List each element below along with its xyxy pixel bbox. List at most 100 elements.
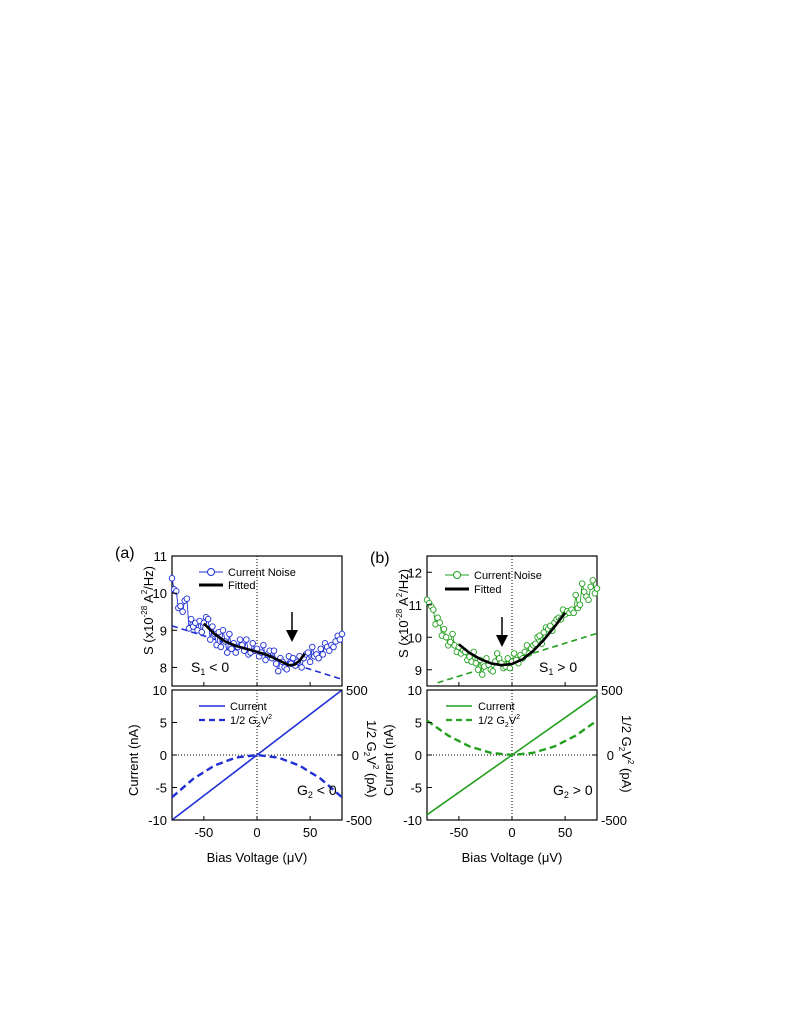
g2-annotation: G2 < 0	[297, 782, 337, 800]
noise-point	[228, 645, 235, 653]
noise-point	[260, 641, 267, 649]
noise-point	[440, 625, 448, 633]
noise-point	[304, 649, 312, 656]
noise-point	[283, 666, 291, 673]
noise-ylabel: S (x10-28 A2/Hz)	[395, 569, 411, 658]
y-tick-label-left: -10	[403, 813, 422, 828]
noise-point	[578, 580, 586, 587]
legend-noise-label: Current Noise	[228, 567, 296, 579]
legend: Current 1/2 G2V2	[199, 701, 272, 729]
y-tick-label: 10	[153, 586, 167, 601]
noise-point	[430, 606, 437, 613]
noise-point	[183, 595, 191, 602]
legend-noise-label: Current Noise	[474, 570, 542, 582]
y-tick-label-left: 10	[153, 683, 167, 698]
y-tick-label: 12	[408, 565, 422, 580]
y-tick-label-left: 0	[160, 748, 167, 763]
x-tick-label: 50	[303, 825, 317, 840]
g2-annotation: G2 > 0	[553, 782, 593, 800]
y-tick-label-left: -5	[155, 781, 167, 796]
legend: Current 1/2 G2V2	[446, 701, 520, 729]
panel-label-a: (a)	[115, 545, 135, 562]
arrow-head	[286, 630, 298, 642]
noise-point	[436, 619, 444, 626]
noise-point	[506, 664, 514, 672]
noise-point	[593, 585, 601, 592]
noise-point	[576, 601, 584, 609]
s1-annotation: S1 < 0	[191, 659, 229, 677]
arrow	[496, 617, 508, 647]
legend-quad-label: 1/2 G2V2	[230, 714, 272, 729]
s1-annotation: S1 > 0	[539, 659, 577, 677]
y-tick-label-right: -500	[346, 813, 372, 828]
noise-point	[206, 636, 214, 643]
legend-fit-label: Fitted	[228, 580, 256, 592]
noise-point	[536, 632, 543, 639]
bias-xlabel: Bias Voltage (μV)	[207, 850, 308, 865]
legend: Current Noise Fitted	[199, 567, 296, 592]
y-tick-label-right: 0	[607, 748, 614, 763]
y-tick-label-left: 5	[415, 716, 422, 731]
noise-point	[338, 630, 346, 638]
noise-point	[479, 671, 486, 678]
legend-noise-marker	[453, 571, 461, 579]
noise-point	[187, 615, 195, 623]
noise-point	[326, 647, 333, 654]
quadratic-line	[171, 753, 343, 799]
noise-point	[317, 645, 325, 653]
x-tick-label: 50	[558, 825, 572, 840]
noise-point	[336, 636, 344, 643]
noise-point	[309, 643, 316, 651]
panel-label-b: (b)	[370, 550, 390, 567]
y-tick-label-left: 10	[408, 683, 422, 698]
noise-point	[243, 636, 250, 643]
noise-point	[236, 636, 244, 643]
noise-point	[179, 608, 186, 615]
fitted-line	[458, 612, 567, 667]
noise-point	[585, 596, 592, 604]
y-tick-label: 9	[415, 663, 422, 678]
x-tick-label: -50	[194, 825, 213, 840]
y-tick-label: 9	[160, 623, 167, 638]
y-tick-label-left: -10	[148, 813, 167, 828]
quad-ylabel: 1/2 G2V2 (pA)	[362, 720, 380, 798]
noise-point	[177, 602, 184, 610]
legend-current-label: Current	[478, 701, 515, 713]
noise-point	[489, 668, 497, 675]
noise-point	[510, 650, 518, 657]
y-tick-label-left: 0	[415, 748, 422, 763]
y-tick-label: 10	[408, 630, 422, 645]
noise-point	[168, 575, 176, 582]
noise-point	[198, 628, 205, 636]
noise-point	[472, 660, 480, 667]
noise-point	[570, 609, 577, 617]
legend-current-label: Current	[230, 701, 267, 713]
series-layer	[168, 575, 346, 681]
noise-point	[217, 643, 225, 651]
noise-point	[315, 654, 322, 662]
noise-point	[330, 643, 337, 651]
noise-point	[442, 634, 450, 641]
noise-point	[474, 666, 482, 674]
noise-point	[319, 651, 327, 658]
noise-point	[232, 649, 239, 656]
bias-xlabel: Bias Voltage (μV)	[462, 850, 563, 865]
noise-point	[449, 630, 456, 638]
current-ylabel: Current (nA)	[381, 724, 396, 796]
current-ylabel: Current (nA)	[126, 724, 141, 796]
noise-ylabel: S (x10-28 A2/Hz)	[140, 566, 156, 655]
y-tick-label: 11	[154, 549, 168, 564]
quad-ylabel: 1/2 G2V2 (pA)	[617, 715, 635, 793]
noise-point	[447, 638, 454, 646]
legend-noise-marker	[207, 568, 215, 576]
